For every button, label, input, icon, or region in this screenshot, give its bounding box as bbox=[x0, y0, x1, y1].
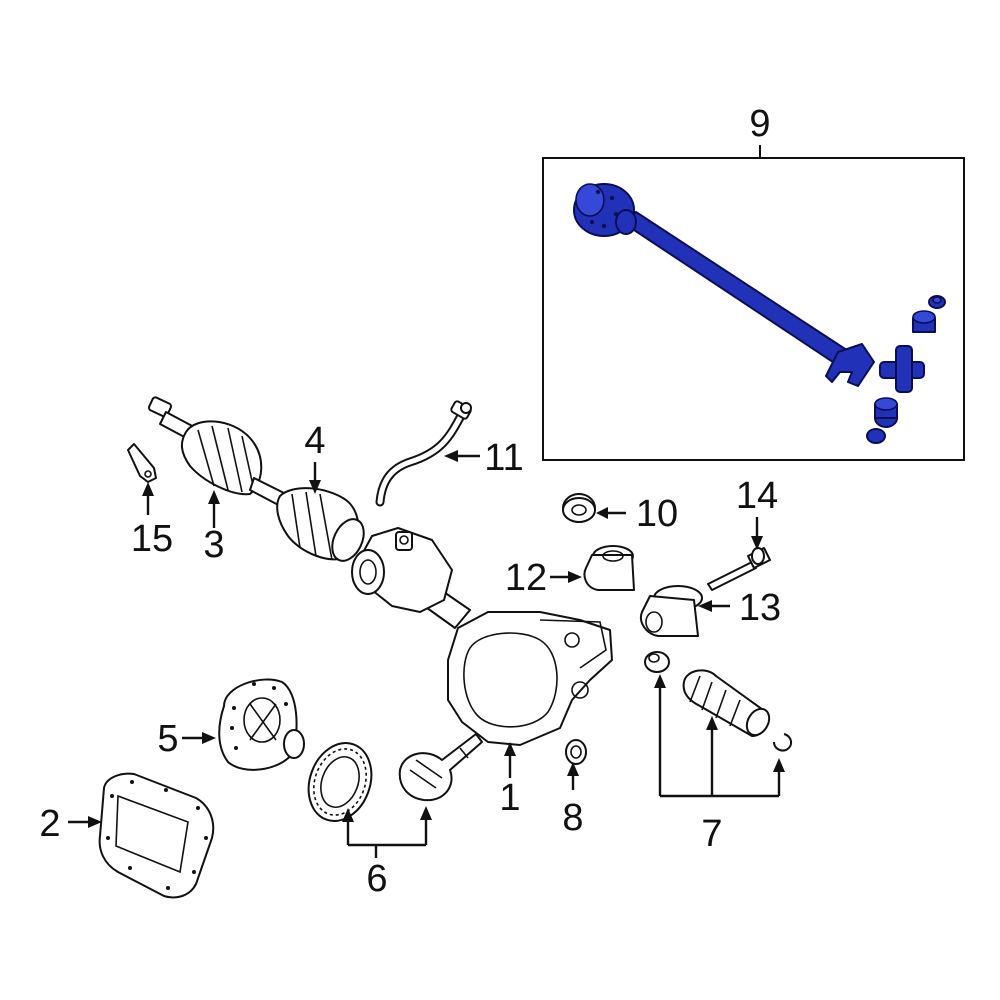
retaining-c-clip bbox=[773, 733, 792, 752]
washer[interactable] bbox=[565, 739, 587, 765]
bushing-rear[interactable] bbox=[640, 585, 703, 637]
differential-case[interactable] bbox=[218, 678, 305, 771]
pinion-gear bbox=[398, 733, 483, 802]
splined-shaft bbox=[682, 669, 771, 737]
vent-hose[interactable] bbox=[375, 400, 472, 507]
drive-shaft-inset: 9 bbox=[542, 103, 965, 461]
callout-1[interactable]: 1 bbox=[499, 777, 520, 819]
inner-axle-shaft-kit[interactable] bbox=[644, 651, 792, 752]
callout-4[interactable]: 4 bbox=[304, 420, 325, 462]
callout-8[interactable]: 8 bbox=[562, 797, 583, 839]
axle-shaft-assembly[interactable] bbox=[147, 396, 370, 565]
inset-frame bbox=[542, 157, 965, 461]
callout-15[interactable]: 15 bbox=[131, 518, 173, 560]
ring-and-pinion[interactable] bbox=[298, 733, 483, 830]
ring-gear bbox=[307, 742, 373, 822]
differential-cover[interactable] bbox=[98, 772, 215, 899]
bearing-small bbox=[644, 651, 670, 673]
bushing-front[interactable] bbox=[583, 545, 635, 591]
callout-14[interactable]: 14 bbox=[736, 475, 778, 517]
axle-housing[interactable] bbox=[351, 527, 613, 746]
callout-13[interactable]: 13 bbox=[739, 587, 781, 629]
callout-7[interactable]: 7 bbox=[701, 813, 722, 855]
callout-3[interactable]: 3 bbox=[203, 524, 224, 566]
drive-shaft-highlighted[interactable] bbox=[573, 183, 946, 444]
retaining-clip[interactable] bbox=[127, 443, 157, 483]
mounting-bolt[interactable] bbox=[707, 547, 771, 591]
callout-10[interactable]: 10 bbox=[636, 493, 678, 535]
callout-6[interactable]: 6 bbox=[366, 858, 387, 900]
callout-2[interactable]: 2 bbox=[39, 803, 60, 845]
callout-12[interactable]: 12 bbox=[505, 557, 547, 599]
seal[interactable] bbox=[562, 493, 596, 523]
callout-9[interactable]: 9 bbox=[749, 103, 770, 145]
callout-5[interactable]: 5 bbox=[157, 718, 178, 760]
callout-11[interactable]: 11 bbox=[484, 437, 523, 479]
